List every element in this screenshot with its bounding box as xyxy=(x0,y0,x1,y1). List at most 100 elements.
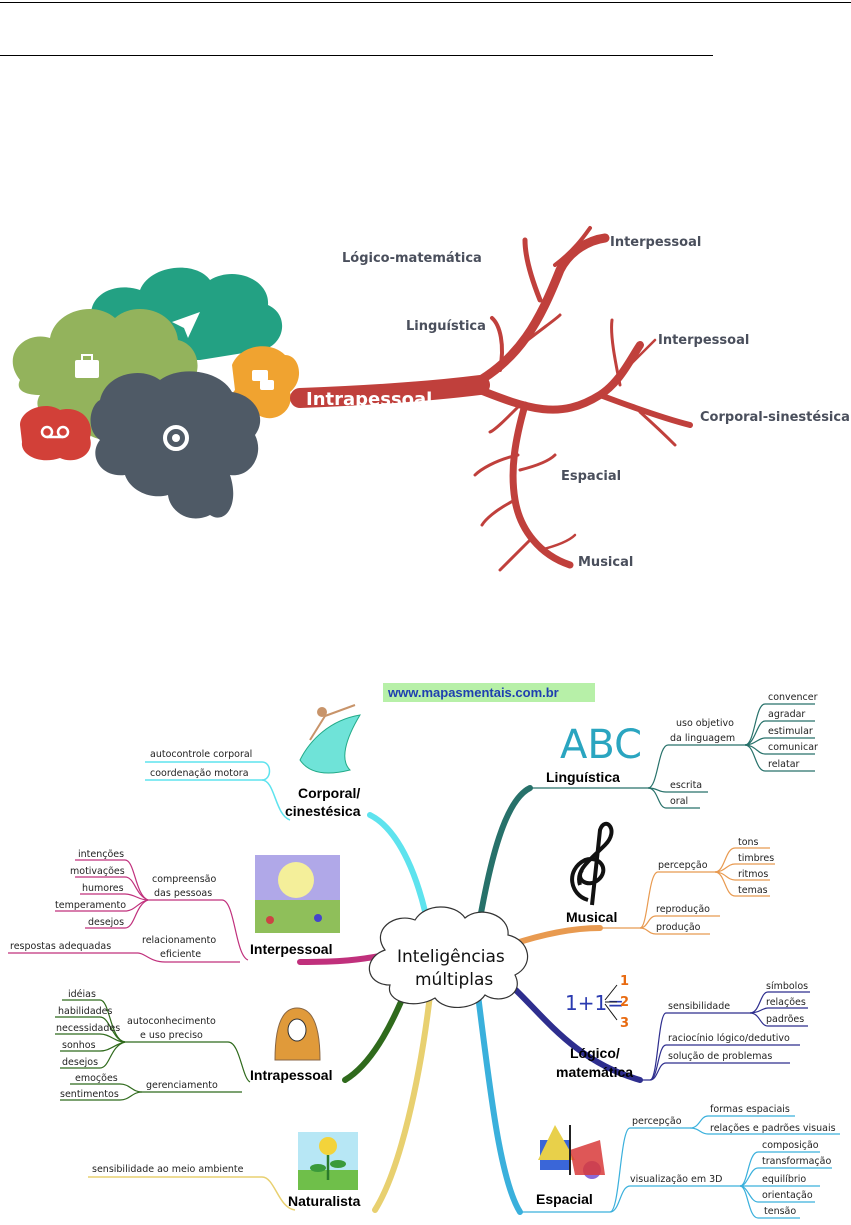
interpessoal-item-desejos: desejos xyxy=(88,917,124,928)
equation-num-2: 2 xyxy=(620,995,629,1010)
espacial-item-tensao: tensão xyxy=(764,1206,796,1217)
intrapessoal-item-habilidades: habilidades xyxy=(58,1006,113,1017)
musical-item-timbres: timbres xyxy=(738,853,774,864)
corporal-item-1: autocontrole corporal xyxy=(150,749,252,760)
chat-bubbles-icon xyxy=(252,370,274,390)
branch-interpessoal-middle: Interpessoal xyxy=(658,333,749,348)
intrapessoal-item-sentimentos: sentimentos xyxy=(60,1089,119,1100)
interpessoal-item-motivacoes: motivações xyxy=(70,866,125,877)
logico-item-relacoes: relações xyxy=(766,997,806,1008)
corporal-item-2: coordenação motora xyxy=(150,768,249,779)
logico-item-raciocinio: raciocínio lógico/dedutivo xyxy=(668,1033,790,1044)
linguistica-item-escrita: escrita xyxy=(670,780,702,791)
intrapessoal-item-ideias: idéias xyxy=(68,989,96,1000)
equation-arrows xyxy=(604,984,618,1021)
naturalista-title: Naturalista xyxy=(288,1193,361,1209)
geometric-shapes-icon xyxy=(538,1125,605,1179)
logico-title-line2: matemática xyxy=(556,1064,633,1080)
brain-icon xyxy=(12,267,300,519)
musical-title: Musical xyxy=(566,909,617,925)
intrapessoal-item-necessidades: necessidades xyxy=(56,1023,120,1034)
intrapessoal-item-desejos: desejos xyxy=(62,1057,98,1068)
interpessoal-group1-line2: das pessoas xyxy=(154,888,212,899)
interpessoal-group2-line2: eficiente xyxy=(160,949,201,960)
voicemail-icon xyxy=(40,425,70,439)
interpessoal-group1-line1: compreensão xyxy=(152,874,216,885)
espacial-item-relacoes: relações e padrões visuais xyxy=(710,1123,836,1134)
interpessoal-item-temperamento: temperamento xyxy=(55,900,126,911)
branch-musical: Musical xyxy=(578,555,633,570)
interpessoal-item-intencoes: intenções xyxy=(78,849,124,860)
linguistica-title: Linguística xyxy=(546,769,620,785)
musical-group1: percepção xyxy=(658,860,708,871)
linguistica-item-comunicar: comunicar xyxy=(768,742,818,753)
branch-interpessoal-top: Interpessoal xyxy=(610,235,701,250)
branch-logico-matematica: Lógico-matemática xyxy=(342,251,482,266)
intrapessoal-group1-line2: e uso preciso xyxy=(140,1030,203,1041)
dancer-icon xyxy=(299,704,361,774)
branch-espacial xyxy=(475,992,523,1215)
intrapessoal-group2: gerenciamento xyxy=(146,1080,218,1091)
intrapessoal-group1-line1: autoconhecimento xyxy=(127,1016,216,1027)
logico-item-solucao: solução de problemas xyxy=(668,1051,772,1062)
musical-item-tons: tons xyxy=(738,837,759,848)
branch-naturalista xyxy=(372,992,433,1213)
intrapessoal-item-emocoes: emoções xyxy=(75,1073,118,1084)
espacial-group2: visualização em 3D xyxy=(630,1174,723,1185)
center-title-line1: Inteligências xyxy=(397,947,505,967)
abc-icon: ABC xyxy=(560,722,642,768)
logico-item-simbolos: símbolos xyxy=(766,981,808,992)
equation-num-3: 3 xyxy=(620,1016,629,1031)
lightbulb-people-icon xyxy=(255,855,340,933)
logico-group1: sensibilidade xyxy=(668,1001,730,1012)
logico-item-padroes: padrões xyxy=(766,1014,804,1025)
logico-title-line1: Lógico/ xyxy=(570,1045,620,1061)
linguistica-item-agradar: agradar xyxy=(768,709,805,720)
treble-clef-icon xyxy=(570,821,614,906)
linguistica-group1-line1: uso objetivo xyxy=(676,718,734,729)
corporal-title-line1: Corporal/ xyxy=(298,785,360,801)
brain-red-lobe xyxy=(20,405,91,461)
flower-icon xyxy=(298,1132,358,1190)
lifebuoy-icon xyxy=(163,425,189,451)
equation-num-1: 1 xyxy=(620,974,629,989)
intrapessoal-item-sonhos: sonhos xyxy=(62,1040,96,1051)
espacial-item-equilibrio: equilíbrio xyxy=(762,1174,806,1185)
equation-icon: 1+1= xyxy=(565,991,624,1015)
branch-linguistica xyxy=(475,785,533,933)
linguistica-item-convencer: convencer xyxy=(768,692,818,703)
center-title-line2: múltiplas xyxy=(415,970,493,990)
root-label: Intrapessoal xyxy=(306,389,432,410)
musical-item-ritmos: ritmos xyxy=(738,869,768,880)
naturalista-item-1: sensibilidade ao meio ambiente xyxy=(92,1164,244,1175)
paper-plane-icon xyxy=(172,312,200,338)
espacial-item-formas: formas espaciais xyxy=(710,1104,790,1115)
musical-item-producao: produção xyxy=(656,922,701,933)
center-cloud xyxy=(368,906,529,1009)
interpessoal-item-respostas: respostas adequadas xyxy=(10,941,111,952)
interpessoal-item-humores: humores xyxy=(82,883,124,894)
url-text: www.mapasmentais.com.br xyxy=(387,685,559,700)
branch-espacial: Espacial xyxy=(561,469,621,484)
corporal-title-line2: cinestésica xyxy=(285,803,361,819)
brain-slate-lobe xyxy=(90,371,261,519)
intrapessoal-title: Intrapessoal xyxy=(250,1067,332,1083)
espacial-title: Espacial xyxy=(536,1191,593,1207)
musical-item-reproducao: reprodução xyxy=(656,904,710,915)
briefcase-icon xyxy=(75,360,99,378)
interpessoal-title: Interpessoal xyxy=(250,941,332,957)
red-tree-branches xyxy=(290,226,693,572)
branch-linguistica: Linguística xyxy=(406,319,486,334)
thinker-icon xyxy=(274,1007,321,1061)
espacial-item-composicao: composição xyxy=(762,1140,819,1151)
linguistica-item-estimular: estimular xyxy=(768,726,813,737)
branch-corporal-sinestesica: Corporal-sinestésica xyxy=(700,410,850,425)
musical-item-temas: temas xyxy=(738,885,768,896)
branch-musical xyxy=(507,925,603,948)
linguistica-item-oral: oral xyxy=(670,796,688,807)
espacial-group1: percepção xyxy=(632,1116,682,1127)
intrapessoal-tree-diagram: Intrapessoal Lógico-matemática Linguísti… xyxy=(12,226,850,572)
espacial-item-orientacao: orientação xyxy=(762,1190,813,1201)
url-banner xyxy=(383,683,595,702)
